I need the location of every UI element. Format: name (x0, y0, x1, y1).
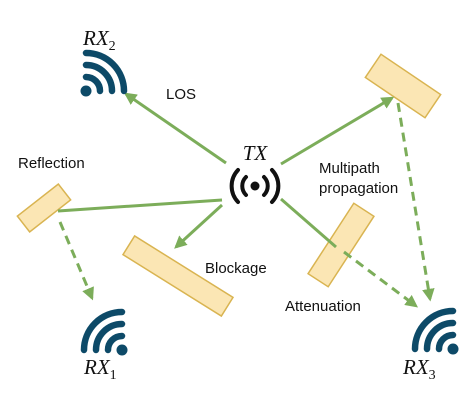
reflection-path-line (57, 198, 223, 213)
attenuating-obstacle (307, 202, 375, 288)
reflector-left (16, 183, 72, 233)
multipath-reflected-to-rx3-arrow (396, 102, 435, 302)
blocking-obstacle (121, 234, 235, 318)
attenuated-path-to-rx3-arrow (343, 250, 419, 308)
multipath-label-line2: propagation (319, 180, 398, 197)
multipath-path-arrow (280, 96, 395, 166)
los-label: LOS (166, 86, 196, 103)
reflected-path-to-rx1-arrow (58, 221, 94, 301)
los-path-arrow (123, 92, 227, 165)
wifi-signal-icon (80, 308, 128, 356)
attenuation-label: Attenuation (285, 298, 361, 315)
blockage-path-arrow (174, 203, 224, 249)
rx3-label: RX3 (402, 355, 436, 383)
reflection-label: Reflection (18, 155, 85, 172)
multipath-label-line1: Multipath (319, 160, 380, 177)
blockage-label: Blockage (205, 260, 267, 277)
broadcast-signal-icon (229, 168, 281, 204)
rx2-label: RX2 (82, 26, 116, 54)
tx-label: TX (243, 141, 269, 165)
rx1-label: RX1 (83, 355, 117, 383)
wifi-signal-icon (411, 307, 459, 355)
wifi-signal-icon (80, 49, 128, 97)
attenuation-path-line (280, 197, 337, 249)
reflector-top-right (364, 53, 442, 119)
